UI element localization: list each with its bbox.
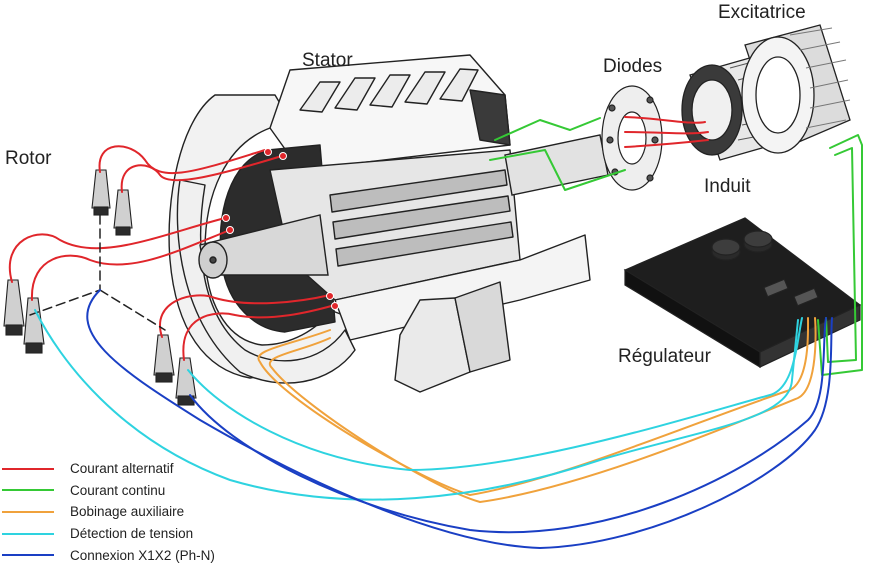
label-induit: Induit [704, 176, 751, 197]
rotor-terminal-dots [222, 148, 339, 310]
wires-dc [489, 117, 863, 376]
wires-aux [257, 317, 817, 503]
legend-label-aux: Bobinage auxiliaire [70, 504, 185, 520]
legend-label-ac: Courant alternatif [70, 461, 174, 477]
legend-item-x1x2: Connexion X1X2 (Ph-N) [0, 544, 300, 566]
legend-swatch-x1x2 [2, 554, 54, 557]
stator-assembly [168, 54, 591, 393]
legend-item-dc: Courant continu [0, 480, 300, 502]
connector-4 [23, 297, 45, 354]
connector-6 [175, 357, 197, 406]
legend-label-dc: Courant continu [70, 482, 166, 498]
exciter-stator [741, 24, 851, 154]
connector-3 [3, 279, 25, 336]
legend-item-aux: Bobinage auxiliaire [0, 501, 300, 523]
legend-item-ac: Courant alternatif [0, 458, 300, 480]
shaft-rear [504, 134, 609, 196]
legend-swatch-sense [2, 532, 54, 535]
connector-1 [91, 169, 111, 216]
shaft [198, 134, 609, 279]
legend-label-sense: Détection de tension [70, 526, 194, 542]
rotor-connectors [3, 169, 197, 406]
stator-fins [299, 68, 479, 113]
legend-swatch-dc [2, 489, 54, 492]
wires-ac [8, 116, 709, 361]
stator-frame-top-dark [469, 89, 511, 146]
label-rotor: Rotor [5, 148, 52, 169]
label-excitatrice: Excitatrice [718, 2, 806, 23]
connector-5 [153, 334, 175, 383]
wires-sense [34, 309, 803, 501]
neutral-star [29, 214, 166, 331]
wires-x1x2 [86, 289, 833, 549]
label-stator: Stator [302, 50, 353, 71]
stator-foot-right [454, 281, 511, 373]
connector-2 [113, 189, 133, 236]
legend-item-sense: Détection de tension [0, 523, 300, 545]
legend: Courant alternatif Courant continu Bobin… [0, 458, 300, 566]
legend-label-x1x2: Connexion X1X2 (Ph-N) [70, 547, 215, 563]
label-diodes: Diodes [603, 56, 663, 77]
rotor-windings [329, 169, 514, 267]
legend-swatch-aux [2, 510, 54, 513]
diode-bridge [601, 85, 663, 191]
label-regulateur: Régulateur [618, 346, 711, 367]
legend-swatch-ac [2, 467, 54, 470]
front-flange [176, 179, 356, 384]
